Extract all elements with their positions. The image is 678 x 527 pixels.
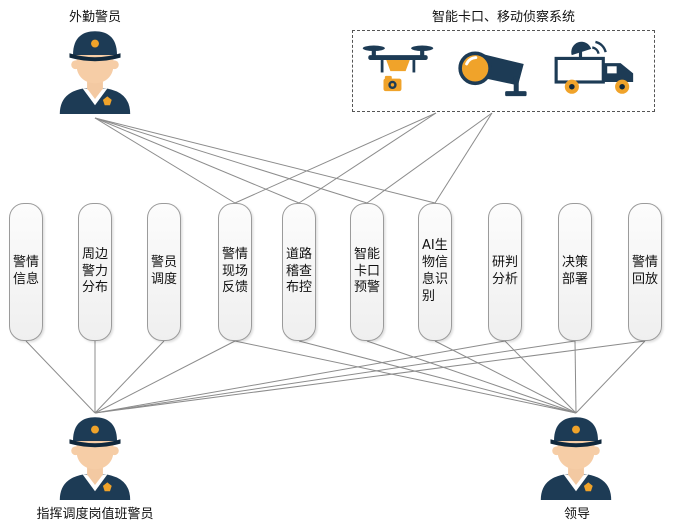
usecase-p10: 警情回放 [628,203,662,341]
usecase-label: 智能卡口预警 [354,246,381,296]
usecase-p6: 智能卡口预警 [350,203,384,341]
usecase-p2: 周边警力分布 [78,203,112,341]
connector-line [94,117,368,204]
connector-line [366,112,493,204]
usecase-label: 道路稽查布控 [286,246,313,296]
connector-line [504,340,577,414]
cctv-camera-icon [452,44,534,104]
connector-line [94,340,506,414]
usecase-p1: 警情信息 [9,203,43,341]
connector-line [298,112,437,204]
connector-line [25,340,96,414]
usecase-p5: 道路稽查布控 [282,203,316,341]
connector-line [94,340,165,414]
usecase-label: 警情现场反馈 [222,246,249,296]
connector-line [94,340,576,414]
connector-line [94,117,436,204]
connector-line [94,117,300,204]
usecase-p7: AI生物信息识别 [418,203,452,341]
usecase-label: 警员调度 [151,255,178,287]
usecase-label: 警情回放 [632,255,659,287]
field-officer-label: 外勤警员 [68,10,121,25]
connector-line [94,340,646,414]
connector-line [94,117,236,204]
usecase-p4: 警情现场反馈 [218,203,252,341]
dispatcher-officer-label: 指挥调度岗值班警员 [36,507,154,522]
connector-line [574,340,577,414]
drone-icon [360,38,436,100]
leader-icon [532,412,620,500]
dispatcher-officer-icon [51,412,139,500]
connector-line [366,340,577,414]
leader-label: 领导 [563,507,590,522]
usecase-label: 警情信息 [13,255,40,287]
system-group-label: 智能卡口、移动侦察系统 [431,10,575,25]
usecase-label: 研判分析 [492,255,519,287]
usecase-label: 周边警力分布 [82,246,109,296]
usecase-label: 决策部署 [562,255,589,287]
connector-line [94,340,236,414]
connector-line [434,112,493,204]
usecase-p8: 研判分析 [488,203,522,341]
satellite-truck-icon [545,38,649,104]
usecase-label: AI生物信息识别 [422,238,449,304]
connector-line [234,340,577,414]
connector-line [234,112,437,204]
usecase-p9: 决策部署 [558,203,592,341]
connector-line [575,340,646,414]
connector-line [434,340,577,414]
usecase-p3: 警员调度 [147,203,181,341]
field-officer-icon [51,26,139,114]
connector-line [298,340,577,414]
